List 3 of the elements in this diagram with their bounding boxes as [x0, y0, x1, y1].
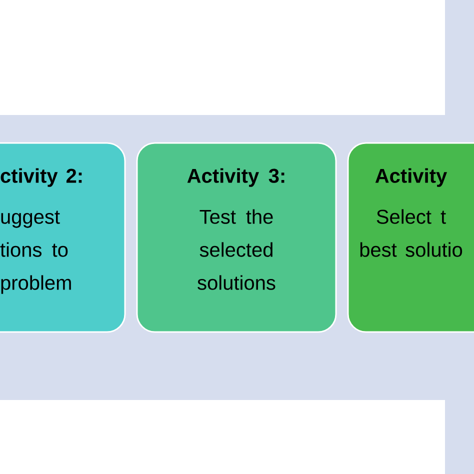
activity-box: ctivity 2: uggest tions to problem: [0, 142, 126, 333]
activity-box: Activity Select t best solutio: [347, 142, 474, 333]
activity-box: Activity 3: Test the selected solutions: [136, 142, 337, 333]
